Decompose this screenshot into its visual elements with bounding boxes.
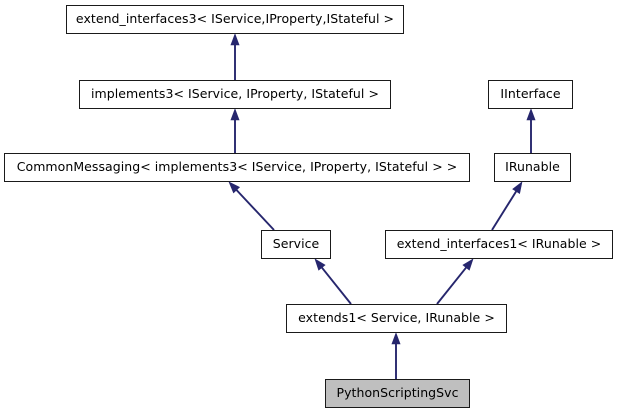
inheritance-arrow <box>230 33 240 80</box>
class-node-label: CommonMessaging< implements3< IService, … <box>16 159 458 175</box>
inheritance-arrow <box>228 181 275 231</box>
class-node-extend_interfaces3[interactable]: extend_interfaces3< IService,IProperty,I… <box>66 5 404 34</box>
class-node-extends1[interactable]: extends1< Service, IRunable > <box>286 304 507 333</box>
class-node-label: implements3< IService, IProperty, IState… <box>91 86 379 102</box>
class-node-label: IRunable <box>505 159 560 175</box>
class-node-implements3[interactable]: implements3< IService, IProperty, IState… <box>79 80 391 109</box>
inheritance-arrow <box>436 258 474 305</box>
inheritance-arrow <box>491 181 523 231</box>
class-node-extend_interfaces1[interactable]: extend_interfaces1< IRunable > <box>385 230 613 259</box>
inheritance-arrow <box>314 258 352 305</box>
class-node-label: extend_interfaces3< IService,IProperty,I… <box>75 11 395 27</box>
inheritance-arrow <box>526 108 536 153</box>
class-node-label: extends1< Service, IRunable > <box>298 310 495 326</box>
class-node-iinterface[interactable]: IInterface <box>488 80 573 109</box>
class-node-label: Service <box>272 236 320 252</box>
class-node-label: IInterface <box>500 86 561 102</box>
inheritance-arrow <box>230 108 240 153</box>
class-node-service[interactable]: Service <box>261 230 331 259</box>
inheritance-arrow <box>391 332 401 379</box>
class-node-commonmessaging[interactable]: CommonMessaging< implements3< IService, … <box>4 153 470 182</box>
class-node-label: PythonScriptingSvc <box>336 385 459 401</box>
class-node-label: extend_interfaces1< IRunable > <box>396 236 602 252</box>
class-node-pythonscriptingsvc[interactable]: PythonScriptingSvc <box>325 379 470 408</box>
class-node-irunable[interactable]: IRunable <box>494 153 571 182</box>
